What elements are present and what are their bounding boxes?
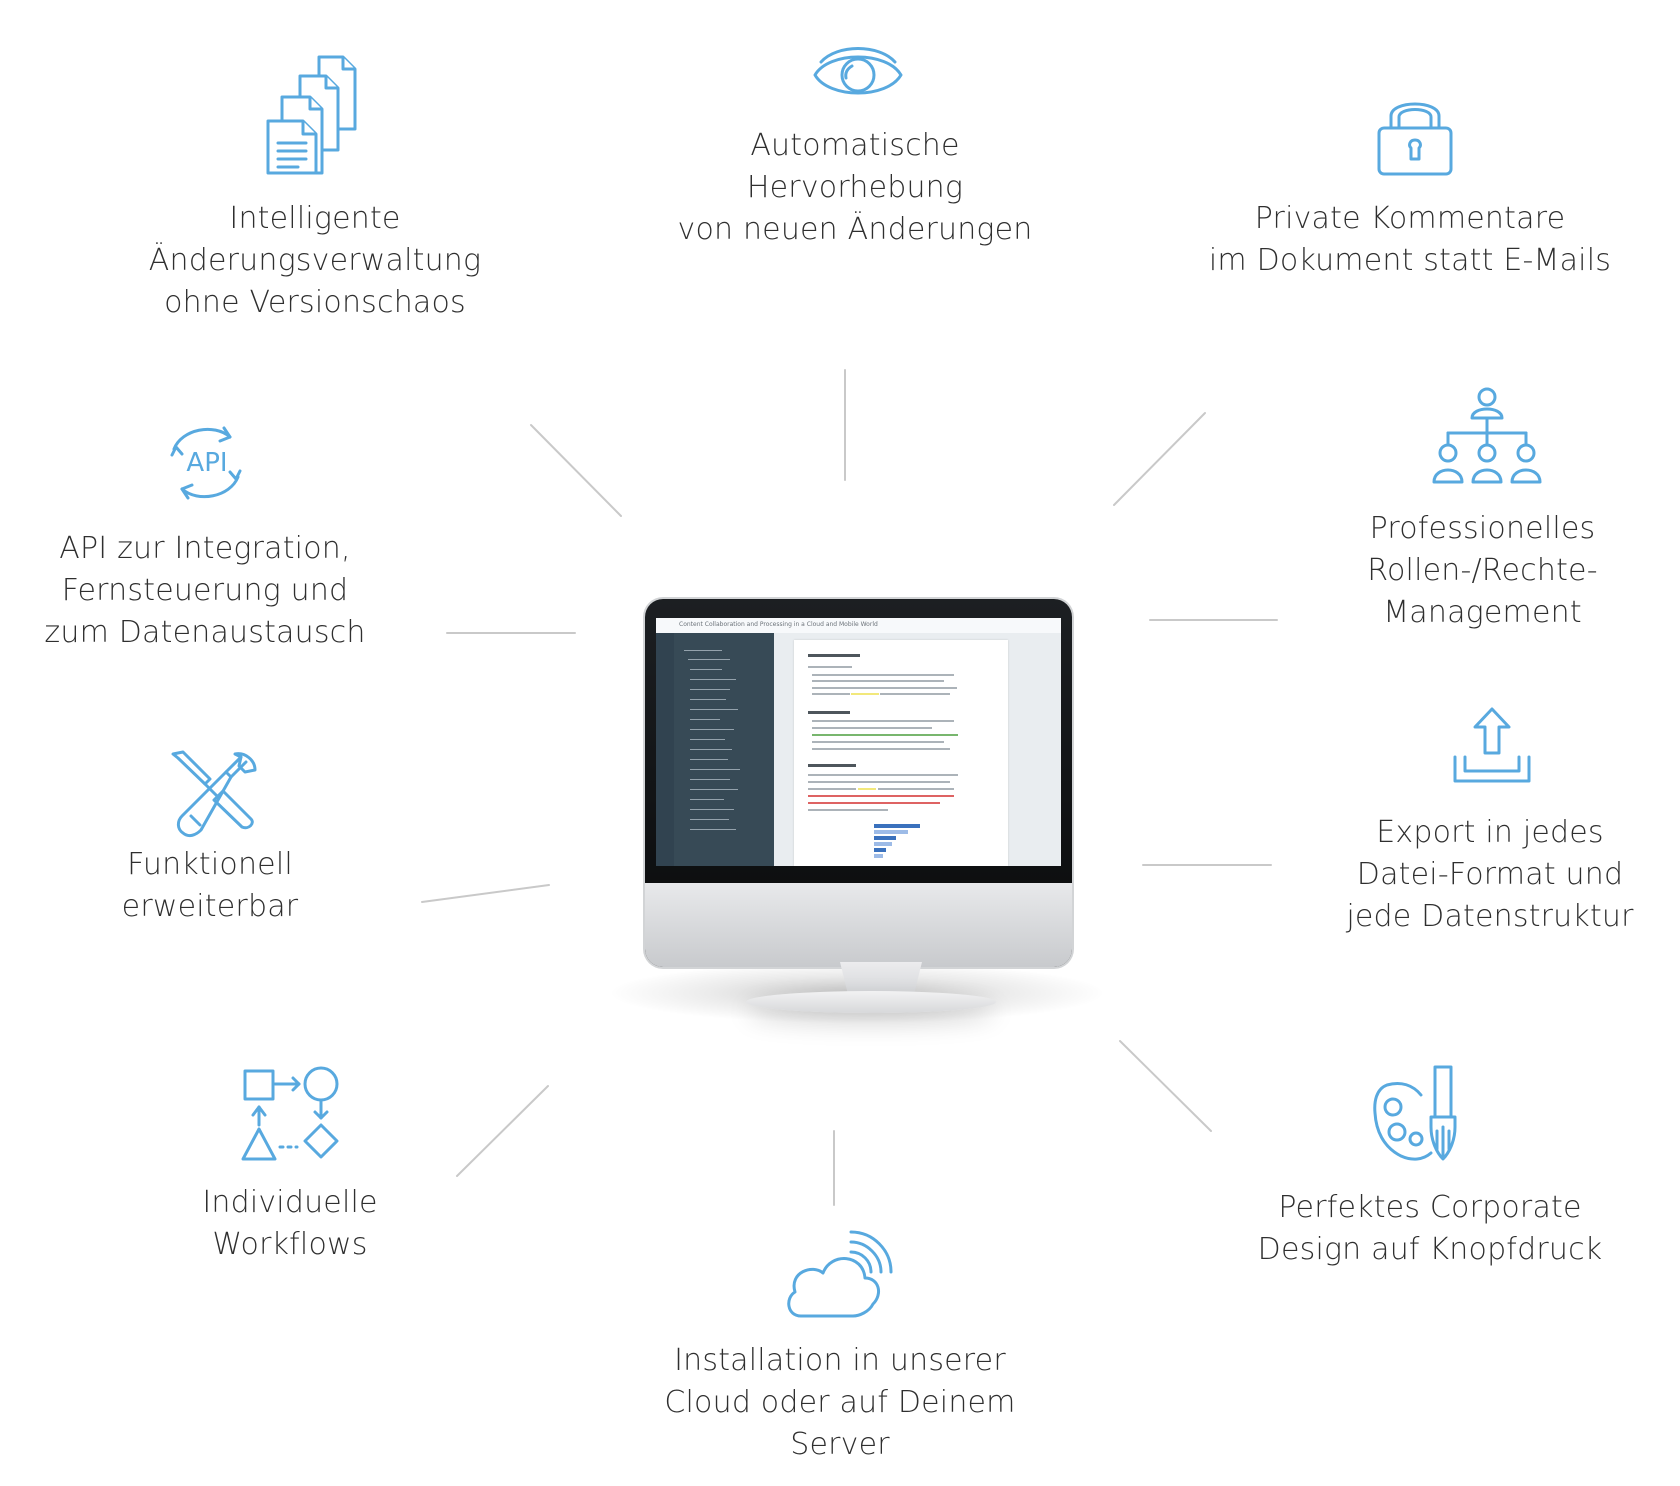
feature-label: Professionelles Rollen-/Rechte- Manageme…: [1367, 511, 1598, 630]
toc-line: [690, 779, 730, 780]
lock-icon: [1377, 90, 1453, 176]
toc-line: [690, 689, 730, 690]
doc-red-text: [808, 795, 954, 797]
doc-line: [812, 748, 950, 750]
feature-highlight-changes: Automatische Hervorhebung von neuen Ände…: [640, 125, 1070, 251]
connector-line-bottom-left: [456, 1085, 549, 1177]
toc-line: [690, 769, 740, 770]
toc-line: [690, 719, 720, 720]
screen-app-title: Content Collaboration and Processing in …: [679, 621, 878, 628]
workflow-icon: [241, 1066, 341, 1163]
api-icon-label: API: [186, 448, 227, 478]
documents-icon: [266, 55, 359, 177]
connector-line-lower-left: [421, 884, 550, 903]
doc-line: [812, 720, 954, 722]
toc-line: [690, 829, 736, 830]
toc-line: [690, 749, 732, 750]
doc-chart-bar: [874, 854, 883, 858]
doc-line: [812, 687, 957, 689]
doc-chart-bar: [874, 848, 886, 852]
toc-line: [690, 789, 738, 790]
screen-topbar: Content Collaboration and Processing in …: [656, 618, 1061, 634]
toc-line: [690, 729, 734, 730]
toc-line: [690, 799, 724, 800]
doc-line: [812, 741, 944, 743]
feature-label: Funktionell erweiterbar: [121, 847, 299, 924]
toc-line: [684, 650, 722, 651]
api-sync-icon: API: [162, 421, 250, 505]
feature-label: Private Kommentare im Dokument statt E-M…: [1208, 201, 1612, 278]
org-chart-icon: [1432, 386, 1542, 486]
doc-line: [812, 693, 850, 695]
doc-chart-bar: [874, 836, 896, 840]
feature-label: Intelligente Änderungsverwaltung ohne Ve…: [148, 201, 482, 320]
feature-installation: Installation in unserer Cloud oder auf D…: [620, 1340, 1060, 1466]
doc-chart-bar: [874, 824, 920, 828]
connector-line-top-right: [1113, 412, 1206, 506]
doc-chart-bar: [874, 830, 908, 834]
toc-line: [690, 809, 734, 810]
feature-extensible: Funktionell erweiterbar: [60, 844, 360, 928]
feature-role-rights: Professionelles Rollen-/Rechte- Manageme…: [1295, 508, 1670, 634]
feature-label: Perfektes Corporate Design auf Knopfdruc…: [1257, 1190, 1603, 1267]
doc-heading: [808, 764, 856, 767]
monitor-base: [746, 991, 996, 1013]
doc-red-text: [808, 802, 940, 804]
doc-line: [878, 788, 954, 790]
monitor-screen: Content Collaboration and Processing in …: [656, 618, 1061, 866]
toc-line: [690, 739, 725, 740]
monitor-chin: [645, 883, 1072, 967]
doc-line: [812, 674, 954, 676]
feature-label: Individuelle Workflows: [202, 1185, 378, 1262]
desktop-monitor: Content Collaboration and Processing in …: [600, 590, 1110, 1060]
tools-icon: [165, 750, 257, 838]
toc-line: [690, 819, 729, 820]
doc-line: [808, 774, 958, 776]
feature-label: Automatische Hervorhebung von neuen Ände…: [677, 128, 1033, 247]
screen-sidebar-rail: [656, 633, 674, 866]
feature-label: API zur Integration, Fernsteuerung und z…: [44, 531, 366, 650]
toc-line: [688, 659, 730, 660]
feature-label: Export in jedes Datei-Format und jede Da…: [1346, 815, 1634, 934]
palette-brush-icon: [1373, 1065, 1465, 1161]
feature-label: Installation in unserer Cloud oder auf D…: [664, 1343, 1016, 1462]
document-page: [794, 640, 1008, 866]
toc-line: [690, 699, 726, 700]
toc-line: [690, 679, 736, 680]
connector-line-top-left: [530, 424, 622, 517]
cloud-wireless-icon: [783, 1230, 893, 1320]
doc-highlight: [858, 788, 876, 790]
feature-workflows: Individuelle Workflows: [140, 1182, 440, 1266]
doc-line: [812, 727, 932, 729]
feature-api-integration: API zur Integration, Fernsteuerung und z…: [20, 528, 390, 654]
doc-green-text: [812, 734, 958, 736]
toc-line: [690, 669, 722, 670]
doc-line: [808, 781, 950, 783]
feature-export: Export in jedes Datei-Format und jede Da…: [1300, 812, 1680, 938]
doc-chart-bar: [874, 842, 892, 846]
doc-line: [808, 809, 888, 811]
export-icon: [1453, 707, 1531, 783]
doc-heading: [808, 654, 860, 657]
doc-line: [812, 680, 944, 682]
feature-private-comments: Private Kommentare im Dokument statt E-M…: [1180, 198, 1640, 282]
feature-change-management: Intelligente Änderungsverwaltung ohne Ve…: [100, 198, 530, 324]
doc-line: [808, 666, 852, 668]
feature-corporate-design: Perfektes Corporate Design auf Knopfdruc…: [1220, 1187, 1640, 1271]
toc-line: [690, 709, 738, 710]
doc-highlight: [851, 693, 879, 695]
eye-icon: [812, 42, 904, 108]
connector-line-bottom-right: [1119, 1040, 1212, 1132]
screen-sidebar: [656, 633, 774, 866]
screen-document-area: [774, 633, 1061, 866]
toc-line: [690, 759, 728, 760]
doc-line: [808, 788, 856, 790]
doc-heading: [808, 711, 850, 714]
doc-line: [880, 693, 950, 695]
